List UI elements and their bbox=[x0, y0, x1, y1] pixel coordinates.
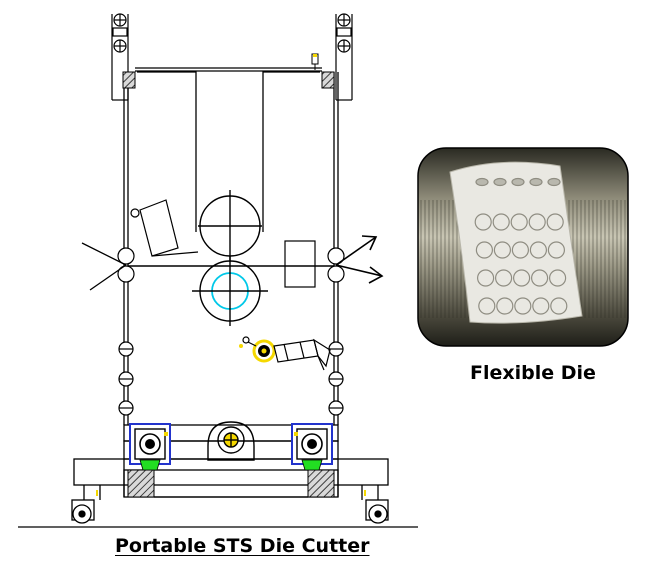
die-cavity bbox=[475, 177, 489, 187]
die-cavity bbox=[529, 177, 543, 187]
left-caster bbox=[71, 485, 101, 524]
left-gearbox bbox=[129, 423, 171, 471]
die-cavity bbox=[493, 177, 507, 187]
flexible-die-photo bbox=[417, 147, 629, 347]
infeed-arrows bbox=[81, 242, 127, 291]
die-cavity bbox=[477, 269, 495, 287]
right-nip-rollers bbox=[327, 247, 345, 283]
die-cavity bbox=[547, 241, 566, 259]
die-cavity bbox=[478, 297, 496, 315]
right-gearbox bbox=[291, 423, 333, 471]
die-cavity bbox=[514, 297, 532, 315]
guide-rollers bbox=[118, 341, 344, 416]
die-cavity bbox=[511, 241, 530, 259]
top-right-block bbox=[321, 71, 335, 89]
die-cavities bbox=[474, 177, 568, 315]
die-cavity bbox=[550, 297, 568, 315]
die-cavity bbox=[512, 269, 531, 287]
die-cavity bbox=[474, 213, 492, 231]
die-cavity bbox=[546, 213, 564, 231]
die-cavity bbox=[511, 177, 525, 187]
die-cavity bbox=[532, 297, 550, 315]
anvil-cylinder bbox=[192, 256, 268, 326]
center-motor bbox=[207, 421, 255, 461]
right-caster bbox=[361, 485, 389, 524]
die-cavity bbox=[510, 213, 528, 231]
base-block-right bbox=[307, 469, 335, 498]
side-frame bbox=[123, 72, 339, 425]
outfeed-arrows bbox=[335, 235, 384, 284]
die-cavity bbox=[475, 241, 493, 259]
top-sensor-light bbox=[313, 54, 317, 57]
pneumatic-actuator bbox=[239, 336, 331, 371]
base-frame bbox=[73, 424, 389, 498]
die-cavity bbox=[492, 213, 510, 231]
machine-caption: Portable STS Die Cutter bbox=[115, 535, 370, 557]
die-cavity bbox=[530, 269, 549, 287]
upper-die-cylinder bbox=[198, 190, 262, 262]
die-cavity bbox=[496, 297, 514, 315]
die-cavity bbox=[548, 269, 567, 287]
unwind-roll bbox=[130, 199, 199, 257]
top-left-block bbox=[122, 71, 136, 89]
die-cavity bbox=[493, 241, 511, 259]
die-cavity bbox=[495, 269, 513, 287]
top-right-adjuster bbox=[335, 13, 353, 101]
web-path bbox=[135, 67, 322, 232]
die-caption: Flexible Die bbox=[470, 362, 596, 384]
inspection-box bbox=[284, 240, 316, 288]
die-cavity bbox=[528, 213, 546, 231]
left-nip-rollers bbox=[117, 247, 135, 283]
top-left-adjuster bbox=[111, 13, 129, 101]
die-cavity bbox=[547, 177, 561, 187]
base-block-left bbox=[127, 469, 155, 498]
die-cavity bbox=[529, 241, 548, 259]
